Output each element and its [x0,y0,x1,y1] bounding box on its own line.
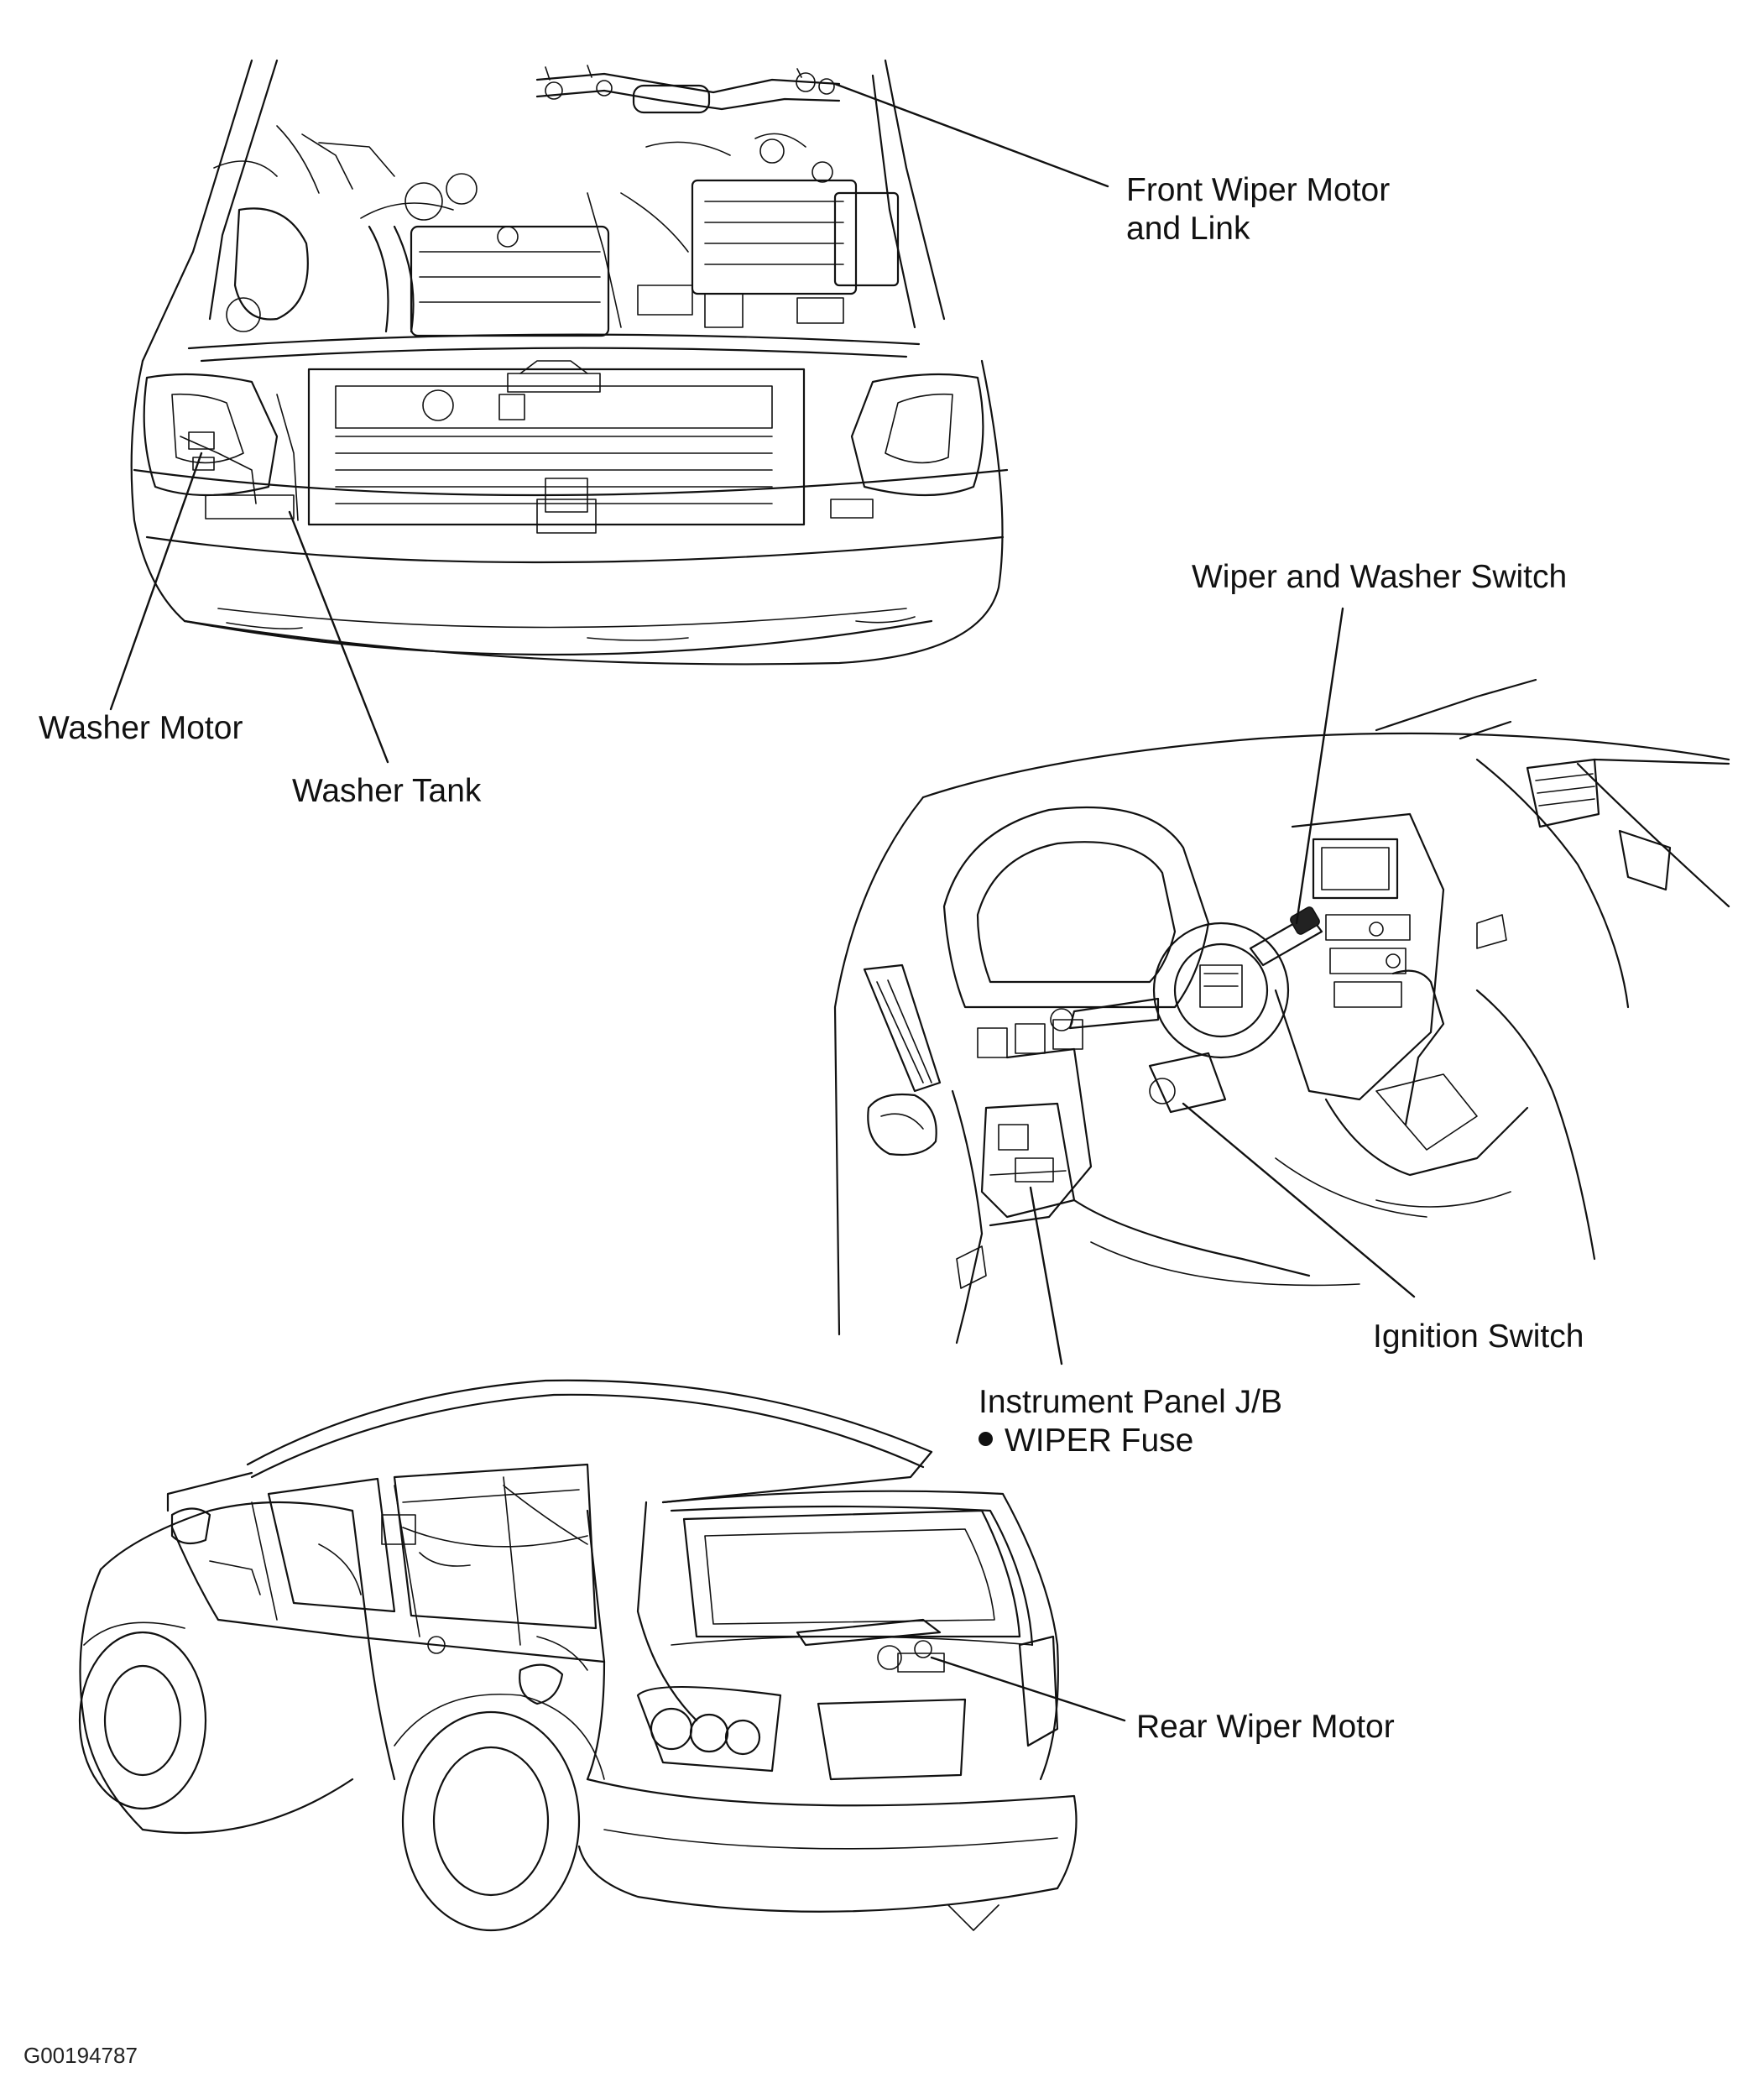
leader-washer-tank [288,510,389,764]
wiper-fuse-line: WIPER Fuse [979,1422,1282,1460]
bullet-icon [979,1432,993,1446]
leader-washer-motor [109,452,203,711]
leader-front-wiper-motor [833,82,1109,188]
instrument-panel-jb-line: Instrument Panel J/B [979,1384,1283,1420]
dashboard-view [833,678,1730,1345]
leader-wiper-washer-switch [1295,607,1344,925]
front-wiper-motor-label-line2: and Link [1126,211,1250,247]
rear-wiper-motor-label: Rear Wiper Motor [1136,1709,1395,1745]
wiper-fuse-text: WIPER Fuse [1005,1423,1194,1459]
leader-ignition-switch [1182,1102,1416,1298]
ignition-switch-label: Ignition Switch [1373,1318,1584,1355]
figure-id: G00194787 [23,2043,138,2068]
washer-tank-label: Washer Tank [292,773,482,809]
rear-vehicle-view [78,1379,1078,1932]
front-wiper-motor-label-line1: Front Wiper Motor [1126,172,1391,208]
front-wiper-motor-label: Front Wiper Motor and Link [1126,171,1390,248]
leader-rear-wiper-motor [930,1656,1126,1722]
instrument-panel-jb-label: Instrument Panel J/B WIPER Fuse [979,1383,1282,1460]
leader-lines [109,82,1416,1722]
engine-bay-front-view [130,59,1009,666]
washer-motor-label: Washer Motor [39,710,243,746]
leader-instrument-panel-jb [1029,1186,1063,1365]
wiper-washer-switch-label: Wiper and Washer Switch [1192,559,1568,595]
